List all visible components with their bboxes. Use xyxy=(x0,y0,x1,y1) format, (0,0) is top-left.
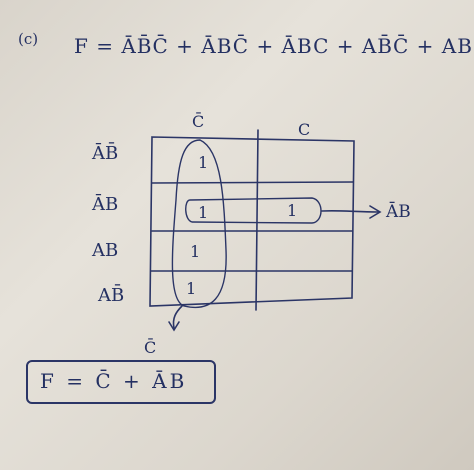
row-label-abar-bbar: ĀB̄ xyxy=(92,143,119,164)
kmap-border xyxy=(149,136,355,307)
row-label-a-b: AB xyxy=(92,240,119,261)
col-label-c: C xyxy=(298,120,311,139)
group-loop-cbar xyxy=(171,139,227,308)
boolean-equation: F = ĀB̄C̄ + ĀBC̄ + ĀBC + AB̄C̄ + ABC̄ xyxy=(74,34,474,58)
kmap-row-divider xyxy=(151,181,354,184)
kmap-cell: 1 xyxy=(186,279,197,298)
pair-arrow xyxy=(321,209,379,213)
group-loop-abarb xyxy=(185,197,322,224)
kmap-cell: 1 xyxy=(287,201,298,220)
group-arrow xyxy=(172,305,183,329)
part-label: (c) xyxy=(18,30,39,48)
row-label-abar-b: ĀB xyxy=(92,194,119,215)
group-term-label: C̄ xyxy=(144,338,157,357)
row-label-a-bbar: AB̄ xyxy=(98,285,125,306)
pair-term-label: ĀB xyxy=(386,202,411,222)
kmap-cell: 1 xyxy=(198,153,209,172)
kmap-cell: 1 xyxy=(190,242,201,261)
kmap-col-divider xyxy=(255,129,259,311)
answer-expression: F = C̄ + ĀB xyxy=(40,369,188,393)
col-label-cbar: C̄ xyxy=(192,112,205,131)
kmap-cell: 1 xyxy=(198,203,209,222)
answer-box xyxy=(26,360,216,404)
